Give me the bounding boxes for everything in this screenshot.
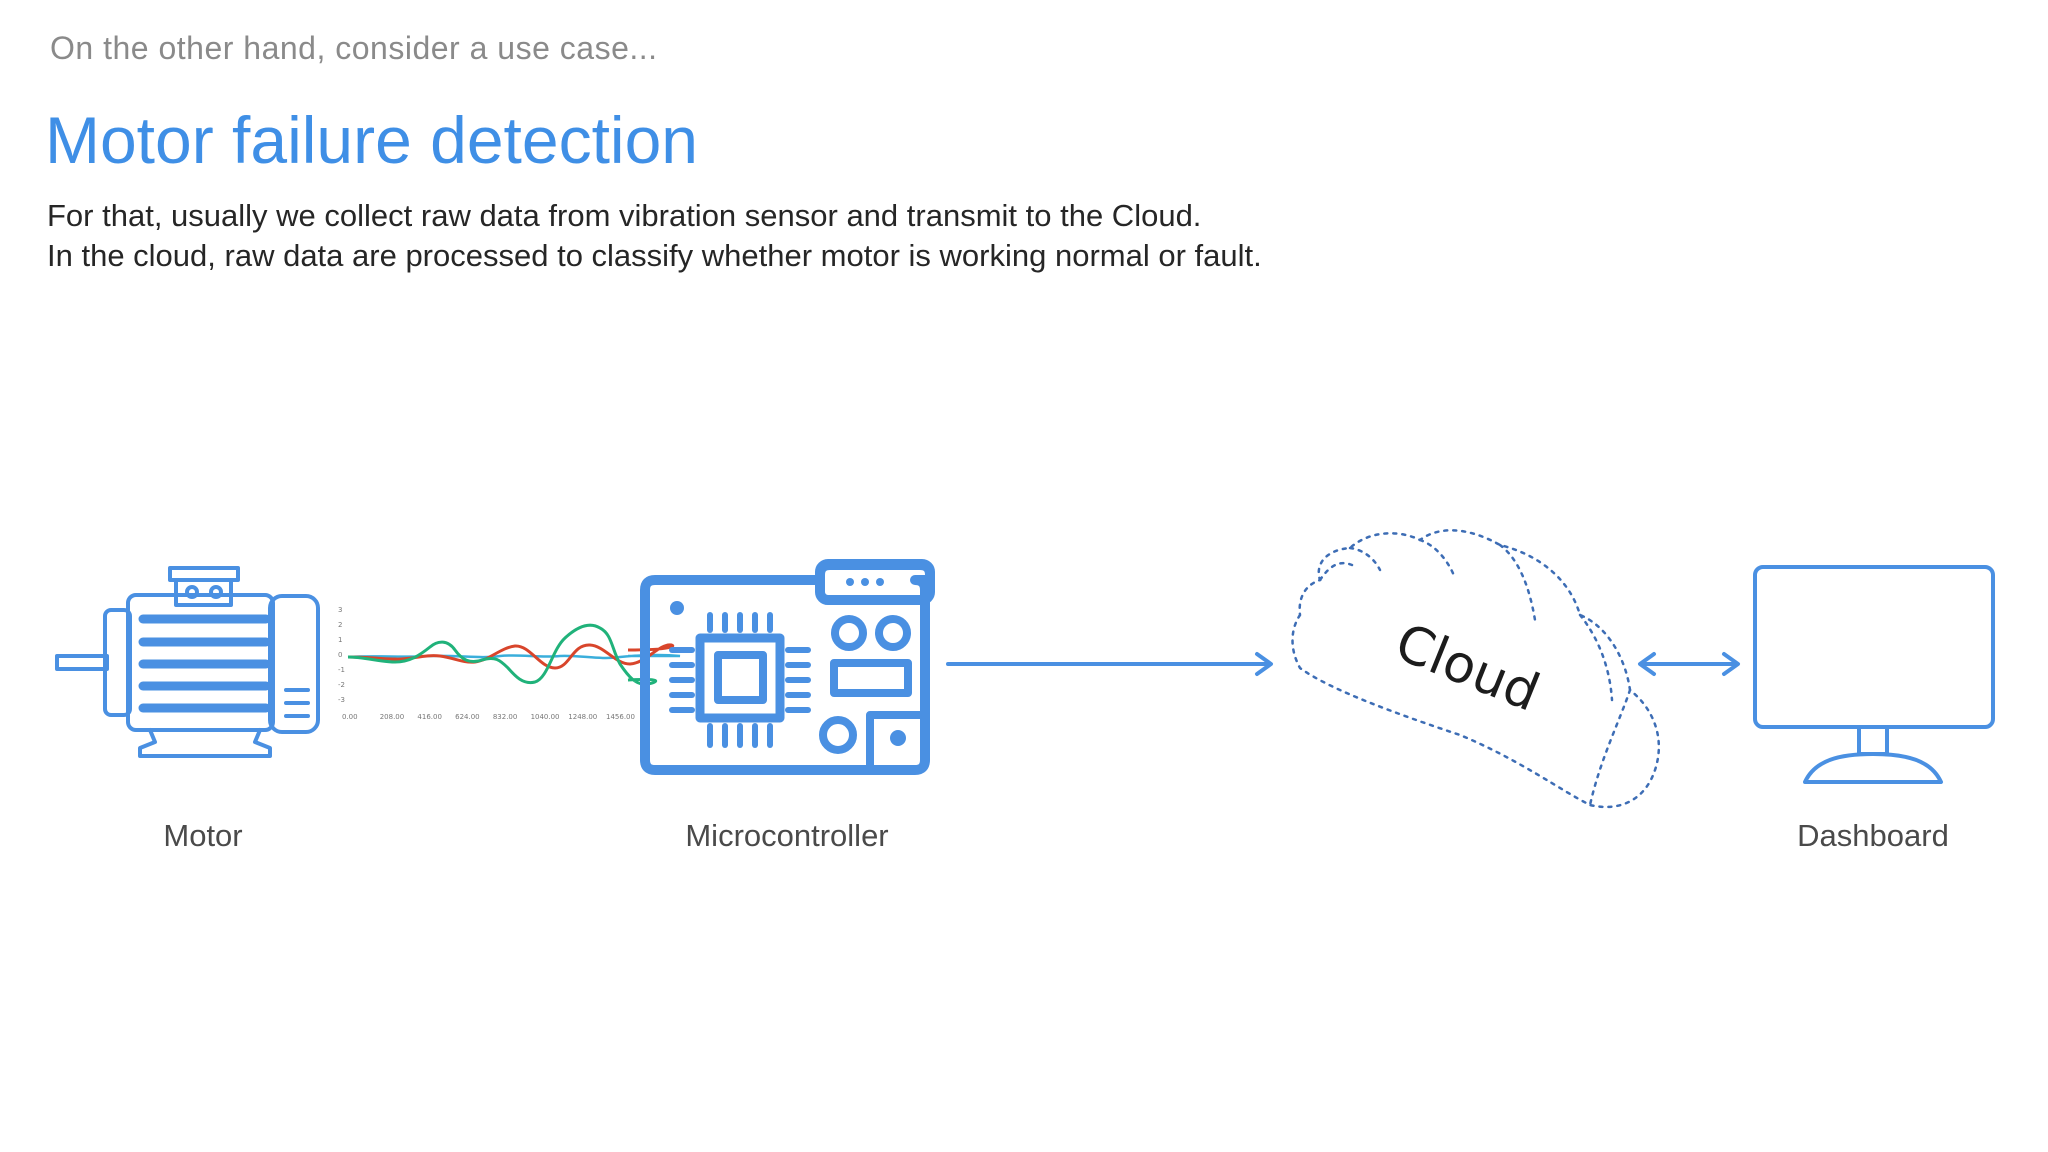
plot-x-tick: 0.00 bbox=[342, 713, 358, 721]
arrow-cloud-dashboard bbox=[1638, 652, 1740, 676]
plot-x-ticks: 0.00 208.00 416.00 624.00 832.00 1040.00 1248.… bbox=[342, 713, 635, 721]
plot-y-tick: 1 bbox=[338, 636, 342, 644]
slide-title: Motor failure detection bbox=[45, 103, 699, 177]
plot-y-tick: -1 bbox=[338, 666, 345, 674]
plot-x-tick: 1248.00 bbox=[568, 713, 597, 721]
plot-y-tick: 0 bbox=[338, 651, 342, 659]
plot-x-tick: 624.00 bbox=[455, 713, 480, 721]
plot-y-tick: -3 bbox=[338, 696, 345, 704]
signal-line-green bbox=[347, 623, 658, 686]
arrow-micro-to-cloud bbox=[946, 652, 1273, 676]
description-line-1: For that, usually we collect raw data fr… bbox=[47, 198, 1202, 233]
plot-y-tick: 3 bbox=[338, 606, 342, 614]
plot-y-tick: -2 bbox=[338, 681, 345, 689]
cloud-icon: Cloud bbox=[1291, 529, 1660, 809]
slide-description: For that, usually we collect raw data fr… bbox=[47, 196, 1262, 276]
plot-x-tick: 208.00 bbox=[380, 713, 405, 721]
motor-icon bbox=[55, 566, 320, 758]
slide-kicker: On the other hand, consider a use case..… bbox=[50, 30, 658, 66]
node-label-motor: Motor bbox=[163, 818, 243, 853]
plot-x-tick: 416.00 bbox=[417, 713, 442, 721]
circuit-board-icon bbox=[640, 559, 935, 775]
plot-x-tick: 832.00 bbox=[493, 713, 518, 721]
signal-line-cyan bbox=[347, 653, 681, 660]
vibration-signal-plot: 3 2 1 0 -1 -2 -3 0.00 208.00 416.00 624.00 832.00 1… bbox=[338, 606, 681, 721]
plot-x-tick: 1456.00 bbox=[606, 713, 635, 721]
plot-y-ticks: 3 2 1 0 -1 -2 -3 bbox=[338, 606, 345, 704]
description-line-2: In the cloud, raw data are processed to … bbox=[47, 238, 1262, 273]
node-label-microcontroller: Microcontroller bbox=[685, 818, 889, 853]
plot-y-tick: 2 bbox=[338, 621, 342, 629]
monitor-icon bbox=[1753, 565, 1995, 784]
plot-x-tick: 1040.00 bbox=[531, 713, 560, 721]
node-label-dashboard: Dashboard bbox=[1797, 818, 1949, 853]
